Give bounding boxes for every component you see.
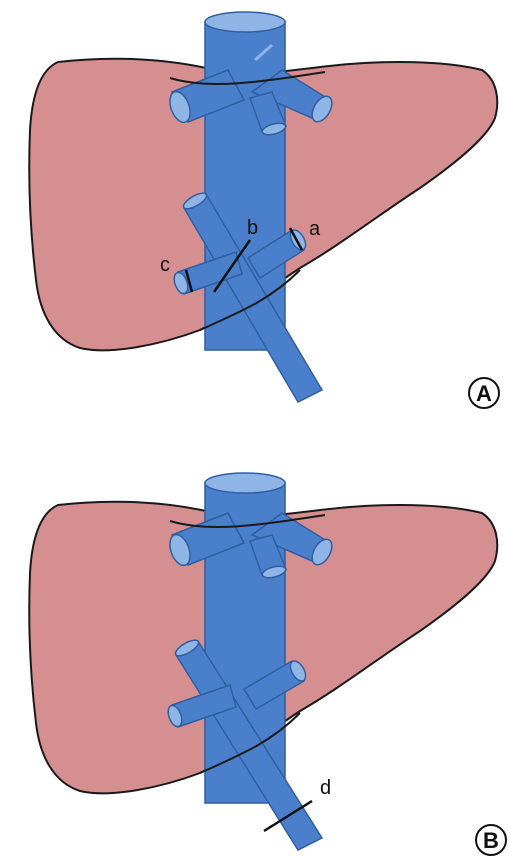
- panel-label-a: A: [476, 381, 492, 406]
- cut-label-d: d: [320, 777, 331, 799]
- panel-b: d B: [29, 473, 506, 855]
- panel-label-b: B: [483, 828, 499, 853]
- ivc-top-a: [205, 12, 285, 32]
- ivc-top-b: [205, 473, 285, 493]
- cut-label-b: b: [247, 217, 258, 239]
- cut-label-c: c: [160, 254, 170, 276]
- panel-a: a b c A: [29, 12, 499, 408]
- cut-label-a: a: [309, 218, 321, 240]
